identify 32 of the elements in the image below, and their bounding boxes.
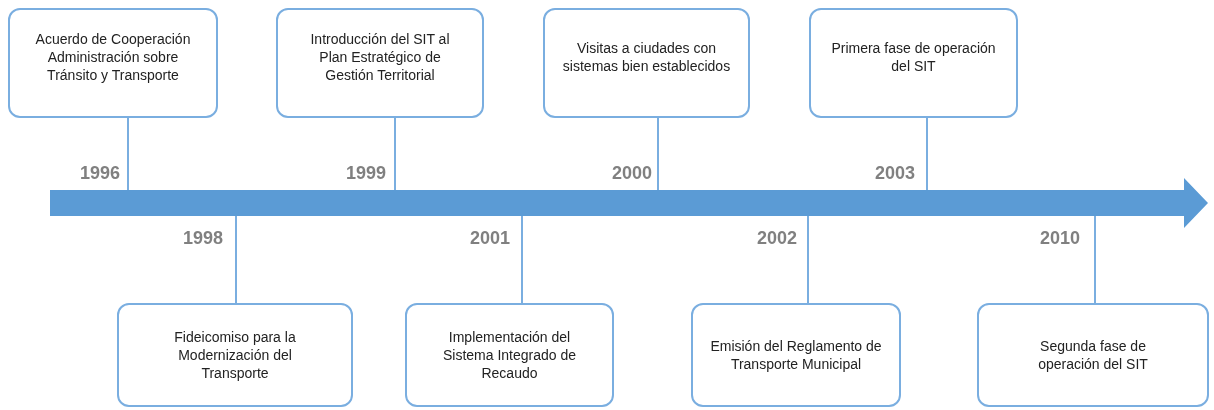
- event-text: Emisión del Reglamento de Transporte Municipal: [709, 337, 883, 373]
- year-label: 2000: [612, 163, 653, 184]
- year-label: 2002: [757, 228, 798, 249]
- event-box: [276, 8, 484, 118]
- event-box: [8, 8, 218, 118]
- leader-line: [394, 117, 396, 191]
- event-text: Fideicomiso para la Modernización del Transporte: [173, 328, 297, 382]
- event-box: [809, 8, 1018, 118]
- leader-line: [127, 117, 129, 191]
- year-label: 1996: [80, 163, 121, 184]
- event-box: [543, 8, 750, 118]
- year-label: 1998: [183, 228, 224, 249]
- event-box: [117, 303, 353, 407]
- leader-line: [521, 215, 523, 304]
- event-text: Primera fase de operación del SIT: [830, 39, 997, 75]
- event-box: [977, 303, 1209, 407]
- event-text: Visitas a ciudades con sistemas bien establecidos: [561, 39, 732, 75]
- leader-line: [807, 215, 809, 304]
- year-label: 2003: [875, 163, 916, 184]
- year-label: 1999: [346, 163, 387, 184]
- leader-line: [235, 215, 237, 304]
- event-text: Implementación del Sistema Integrado de Recaudo: [441, 328, 578, 382]
- event-text: Segunda fase de operación del SIT: [1037, 337, 1149, 373]
- event-box: [405, 303, 614, 407]
- event-box: [691, 303, 901, 407]
- year-label: 2001: [470, 228, 511, 249]
- leader-line: [926, 117, 928, 191]
- event-text: Introducción del SIT al Plan Estratégico de Gestión Territorial: [309, 30, 451, 84]
- year-label: 2010: [1040, 228, 1081, 249]
- event-text: Acuerdo de Cooperación Administración sobre Tránsito y Transporte: [34, 30, 192, 84]
- leader-line: [657, 117, 659, 191]
- leader-line: [1094, 215, 1096, 304]
